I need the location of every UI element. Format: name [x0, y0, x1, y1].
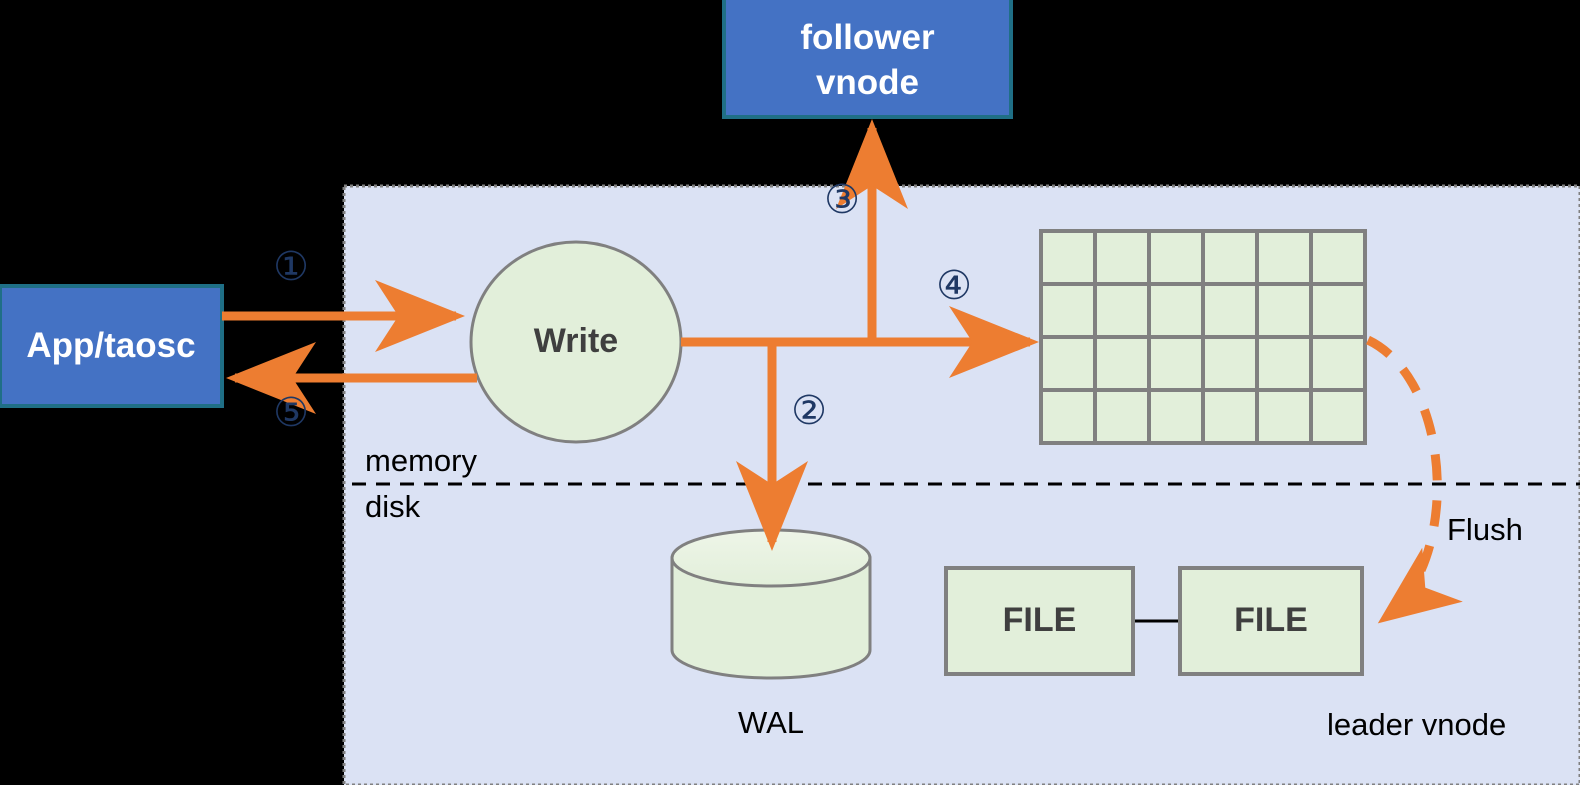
follower-vnode-label-line1: follower: [800, 18, 935, 57]
flush-label: Flush: [1447, 512, 1523, 547]
file-box-2[interactable]: [1178, 566, 1364, 676]
wal-cylinder[interactable]: [670, 528, 872, 680]
leader-vnode-caption: leader vnode: [1327, 707, 1507, 742]
write-node-label: Write: [533, 322, 619, 360]
step-number-1: ①: [273, 245, 309, 289]
disk-label: disk: [365, 489, 421, 524]
step-number-5: ⑤: [273, 391, 309, 435]
memory-label: memory: [365, 443, 477, 478]
follower-vnode-box[interactable]: [722, 0, 1013, 119]
file-box-2-label: FILE: [1234, 601, 1308, 639]
arrow-flush: [1365, 335, 1463, 624]
step-number-2: ②: [791, 389, 827, 433]
follower-vnode-label-line2: vnode: [815, 63, 920, 102]
app-taosc-box[interactable]: [0, 284, 224, 408]
file-box-1[interactable]: [944, 566, 1135, 676]
memtable-grid[interactable]: [1039, 229, 1367, 445]
file-box-1-label: FILE: [1002, 601, 1077, 639]
step-number-4: ④: [936, 264, 972, 308]
step-number-3: ③: [824, 178, 860, 222]
wal-label: WAL: [737, 705, 805, 740]
app-taosc-label: App/taosc: [26, 326, 196, 365]
